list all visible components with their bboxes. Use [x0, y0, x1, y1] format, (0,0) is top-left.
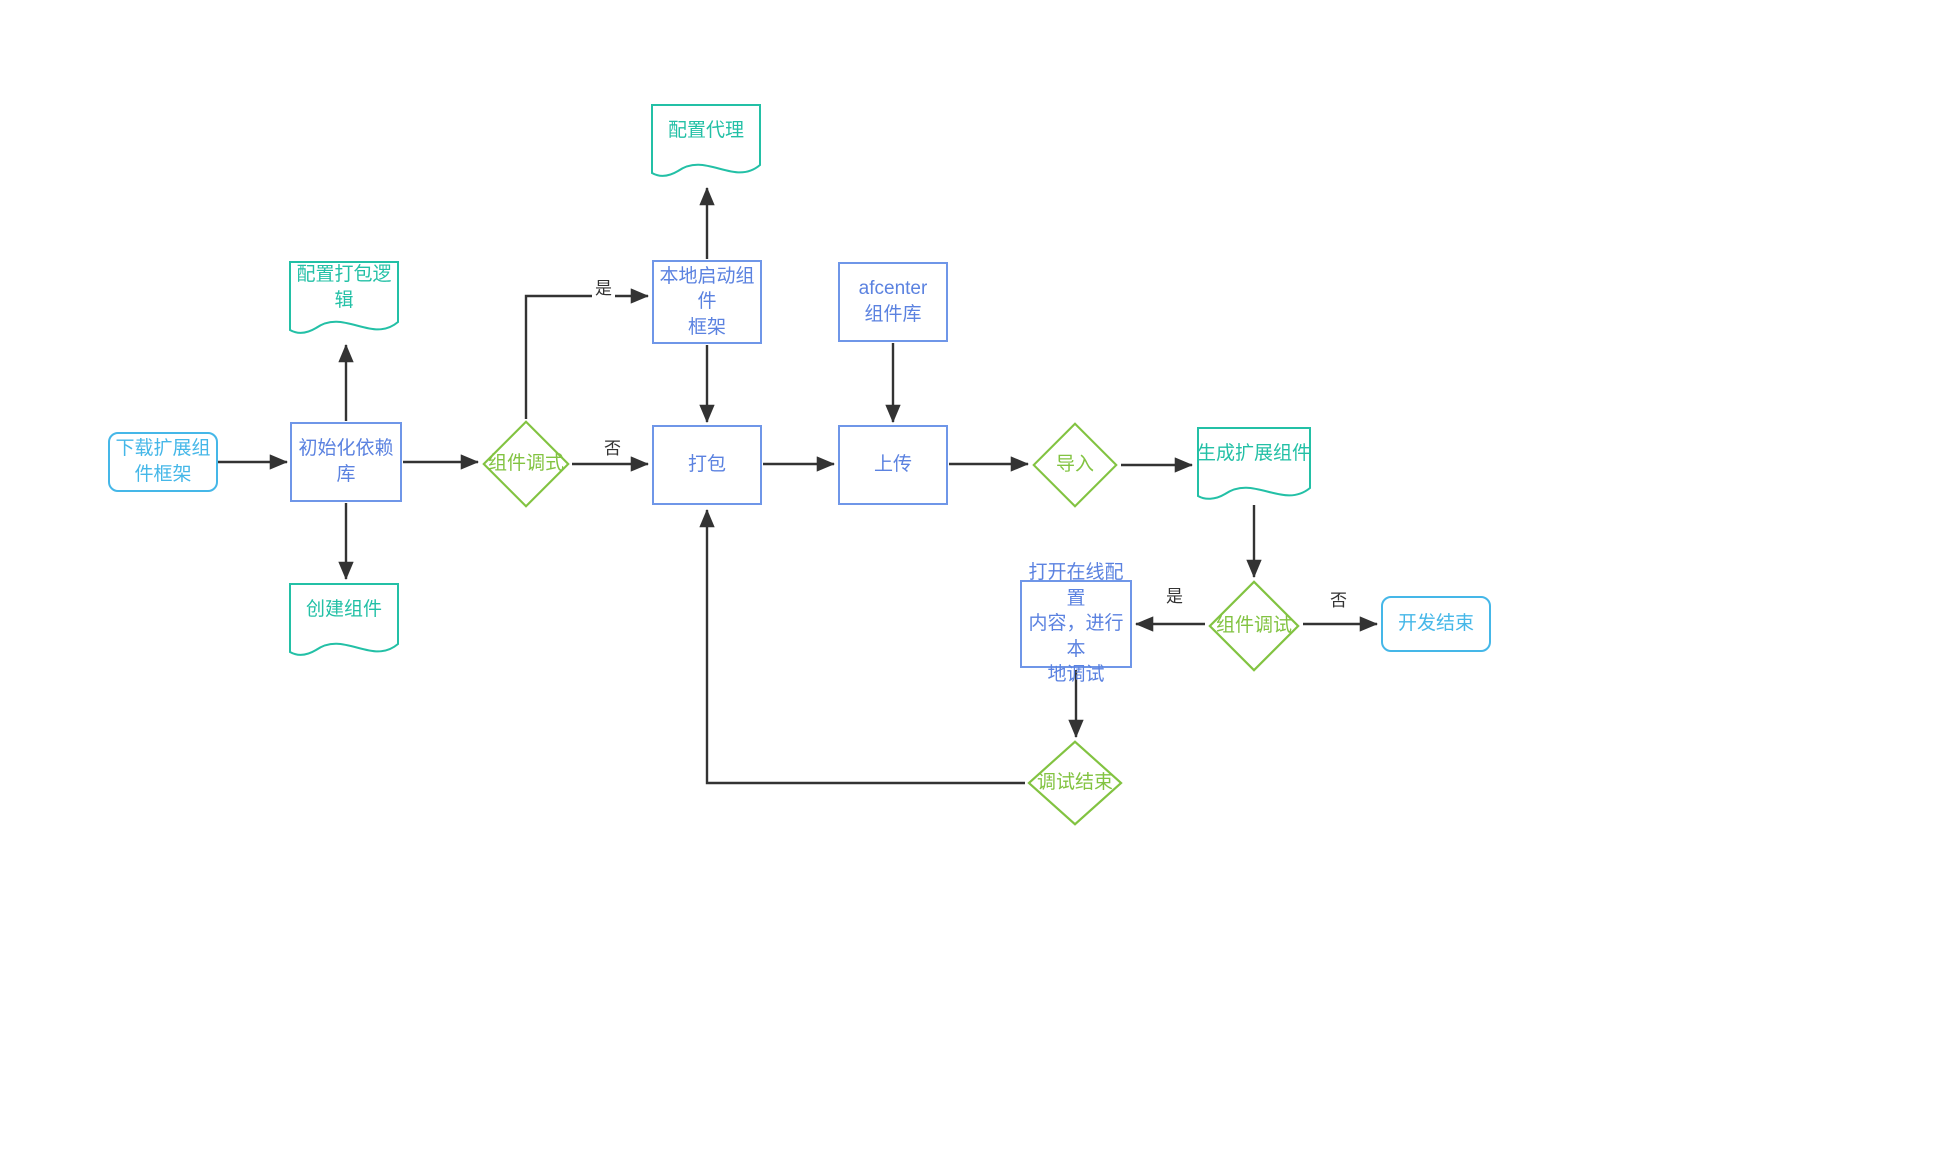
edge-label-yes-2: 是 [1163, 582, 1186, 607]
document-shape [289, 261, 399, 334]
node-label: 初始化依赖库 [298, 438, 394, 485]
node-init-dependency-library[interactable]: 初始化依赖库 [290, 422, 402, 502]
node-decision-import[interactable]: 导入 [1032, 422, 1118, 508]
node-development-end[interactable]: 开发结束 [1381, 596, 1491, 652]
diamond-shape [1032, 422, 1118, 508]
edge-decision1-localrun [524, 288, 649, 419]
edge-label-no-2: 否 [1327, 586, 1350, 611]
node-open-online-config-local-debug[interactable]: 打开在线配置 内容，进行本 地调试 [1020, 562, 1132, 685]
node-configure-package-logic[interactable]: 配置打包逻辑 [288, 260, 400, 338]
node-package[interactable]: 打包 [652, 425, 762, 505]
document-shape [651, 104, 761, 177]
node-label: 配置打包逻辑 [296, 264, 392, 311]
node-label: 打包 [687, 454, 726, 476]
node-label: 导入 [1055, 454, 1094, 476]
edge-label-no-1: 否 [601, 434, 624, 459]
edge-debugend-pack [699, 509, 1025, 785]
node-decision-component-debug[interactable]: 组件调试 [1208, 580, 1300, 672]
node-label: 组件调式 [487, 453, 564, 475]
node-upload[interactable]: 上传 [838, 425, 948, 505]
diamond-shape [1208, 580, 1300, 672]
node-configure-proxy[interactable]: 配置代理 [650, 103, 762, 181]
document-shape [289, 583, 399, 656]
node-decision-debug-end[interactable]: 调试结束 [1027, 740, 1123, 826]
node-label: 调试结束 [1036, 772, 1113, 794]
node-label: 生成扩展组件 [1196, 443, 1311, 465]
node-local-start-component-framework[interactable]: 本地启动组件 框架 [652, 260, 762, 344]
document-shape [1197, 427, 1311, 500]
diamond-shape [1027, 740, 1123, 826]
node-download-extension-framework[interactable]: 下载扩展组 件框架 [108, 432, 218, 492]
edge-label-yes-1: 是 [592, 274, 615, 299]
node-label: 本地启动组件 框架 [659, 265, 755, 338]
node-decision-component-debug-mode[interactable]: 组件调式 [482, 420, 570, 508]
diamond-shape [482, 420, 570, 508]
node-create-component[interactable]: 创建组件 [288, 582, 400, 660]
node-label: 下载扩展组 件框架 [115, 438, 211, 485]
node-label: 创建组件 [305, 599, 382, 621]
node-afcenter-component-repo[interactable]: afcenter 组件库 [838, 262, 948, 342]
node-label: 开发结束 [1397, 613, 1474, 635]
node-label: 打开在线配置 内容，进行本 地调试 [1028, 561, 1124, 686]
node-label: 上传 [873, 454, 912, 476]
node-label: 组件调试 [1215, 615, 1292, 637]
node-generate-extension-component[interactable]: 生成扩展组件 [1196, 426, 1312, 504]
node-label: 配置代理 [667, 120, 744, 142]
node-label: afcenter 组件库 [858, 278, 928, 325]
